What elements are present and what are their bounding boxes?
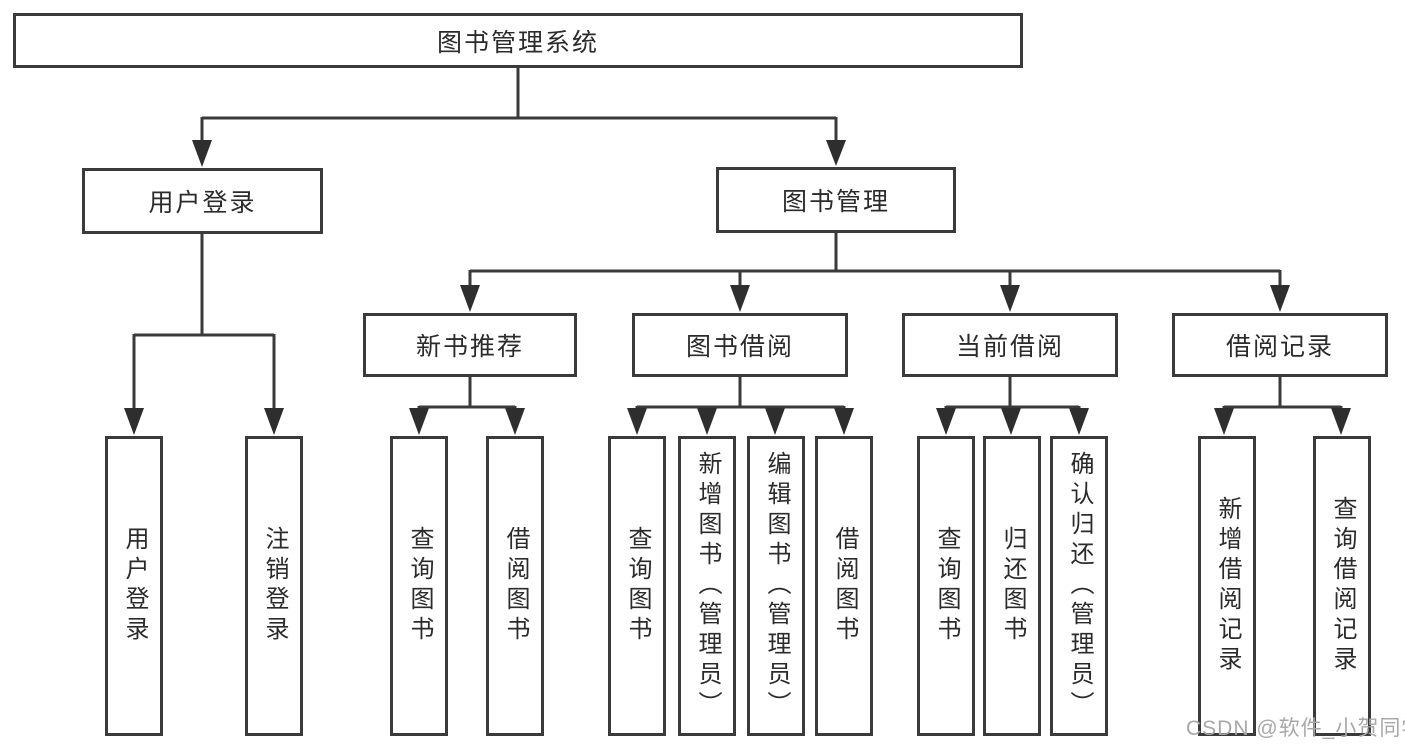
leaf-records-query-record-label: 查询借阅记录 (1329, 496, 1356, 676)
node-new-book-recommend: 新书推荐 (363, 313, 577, 377)
node-current-borrow-label: 当前借阅 (955, 333, 1064, 361)
leaf-logout-label: 注销登录 (261, 526, 288, 646)
node-root: 图书管理系统 (13, 13, 1023, 68)
csdn-watermark: CSDN @软件_小贺同学 (1186, 717, 1405, 740)
arrowheads (124, 140, 1351, 435)
leaf-borrow-add-books-admin-label: 新增图书（管理员） (694, 451, 721, 721)
leaf-borrow-add-books-admin: 新增图书（管理员） (678, 436, 736, 736)
leaf-logout: 注销登录 (245, 436, 303, 736)
leaf-borrow-borrow-books-label: 借阅图书 (831, 526, 858, 646)
leaf-records-add-record: 新增借阅记录 (1198, 436, 1256, 736)
leaf-records-add-record-label: 新增借阅记录 (1214, 496, 1241, 676)
node-new-book-recommend-label: 新书推荐 (415, 333, 524, 361)
node-book-borrow-label: 图书借阅 (685, 333, 794, 361)
leaf-current-query-books-label: 查询图书 (933, 526, 960, 646)
node-current-borrow: 当前借阅 (902, 313, 1118, 377)
leaf-recommend-query-books-label: 查询图书 (406, 526, 433, 646)
leaf-borrow-borrow-books: 借阅图书 (815, 436, 873, 736)
leaf-current-confirm-return-admin: 确认归还（管理员） (1050, 436, 1108, 736)
leaf-borrow-query-books: 查询图书 (608, 436, 666, 736)
leaf-current-confirm-return-admin-label: 确认归还（管理员） (1066, 451, 1093, 721)
node-book-borrow: 图书借阅 (632, 313, 848, 377)
leaf-current-query-books: 查询图书 (917, 436, 975, 736)
leaf-current-return-books-label: 归还图书 (999, 526, 1026, 646)
node-book-management-label: 图书管理 (781, 188, 890, 216)
leaf-borrow-query-books-label: 查询图书 (624, 526, 651, 646)
leaf-user-login-label: 用户登录 (121, 526, 148, 646)
leaf-recommend-borrow-books: 借阅图书 (486, 436, 544, 736)
node-user-login-branch-label: 用户登录 (148, 189, 257, 217)
node-borrow-records: 借阅记录 (1172, 313, 1388, 377)
leaf-borrow-edit-books-admin: 编辑图书（管理员） (747, 436, 805, 736)
leaf-recommend-borrow-books-label: 借阅图书 (502, 526, 529, 646)
node-user-login-branch: 用户登录 (82, 168, 323, 234)
node-borrow-records-label: 借阅记录 (1225, 333, 1334, 361)
leaf-recommend-query-books: 查询图书 (390, 436, 448, 736)
leaf-records-query-record: 查询借阅记录 (1313, 436, 1371, 736)
node-root-label: 图书管理系统 (436, 28, 599, 57)
leaf-current-return-books: 归还图书 (983, 436, 1041, 736)
leaf-borrow-edit-books-admin-label: 编辑图书（管理员） (763, 451, 790, 721)
leaf-user-login: 用户登录 (105, 436, 163, 736)
node-book-management: 图书管理 (716, 167, 956, 233)
